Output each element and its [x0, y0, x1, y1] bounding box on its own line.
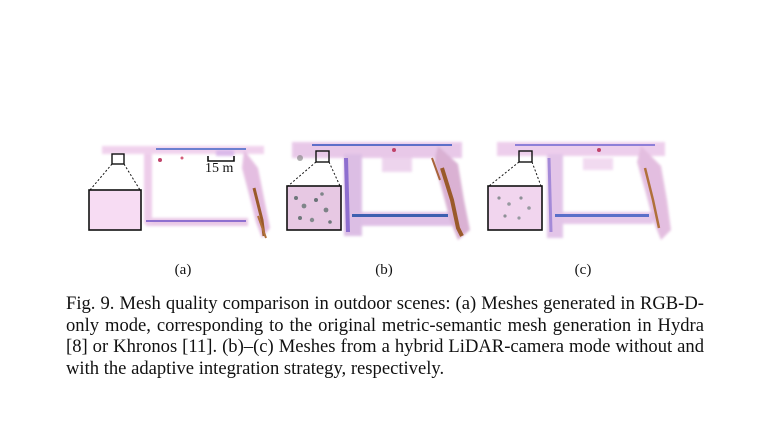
mesh-map-b — [286, 142, 470, 240]
mesh-map-a — [88, 146, 270, 239]
mesh-map-c — [487, 142, 671, 240]
scale-bar — [207, 156, 235, 162]
mesh-panel-b — [282, 128, 482, 250]
figure-caption: Fig. 9. Mesh quality comparison in outdo… — [66, 293, 704, 379]
zoom-inset — [88, 189, 142, 231]
scale-bar-label: 15 m — [205, 161, 234, 176]
panel-label-a: (a) — [174, 262, 192, 278]
panel-label-c: (c) — [574, 262, 592, 278]
mesh-panel-c — [485, 128, 685, 250]
mesh-panel-a — [86, 128, 286, 250]
panel-label-b: (b) — [375, 262, 393, 278]
inset-marker — [111, 153, 125, 165]
